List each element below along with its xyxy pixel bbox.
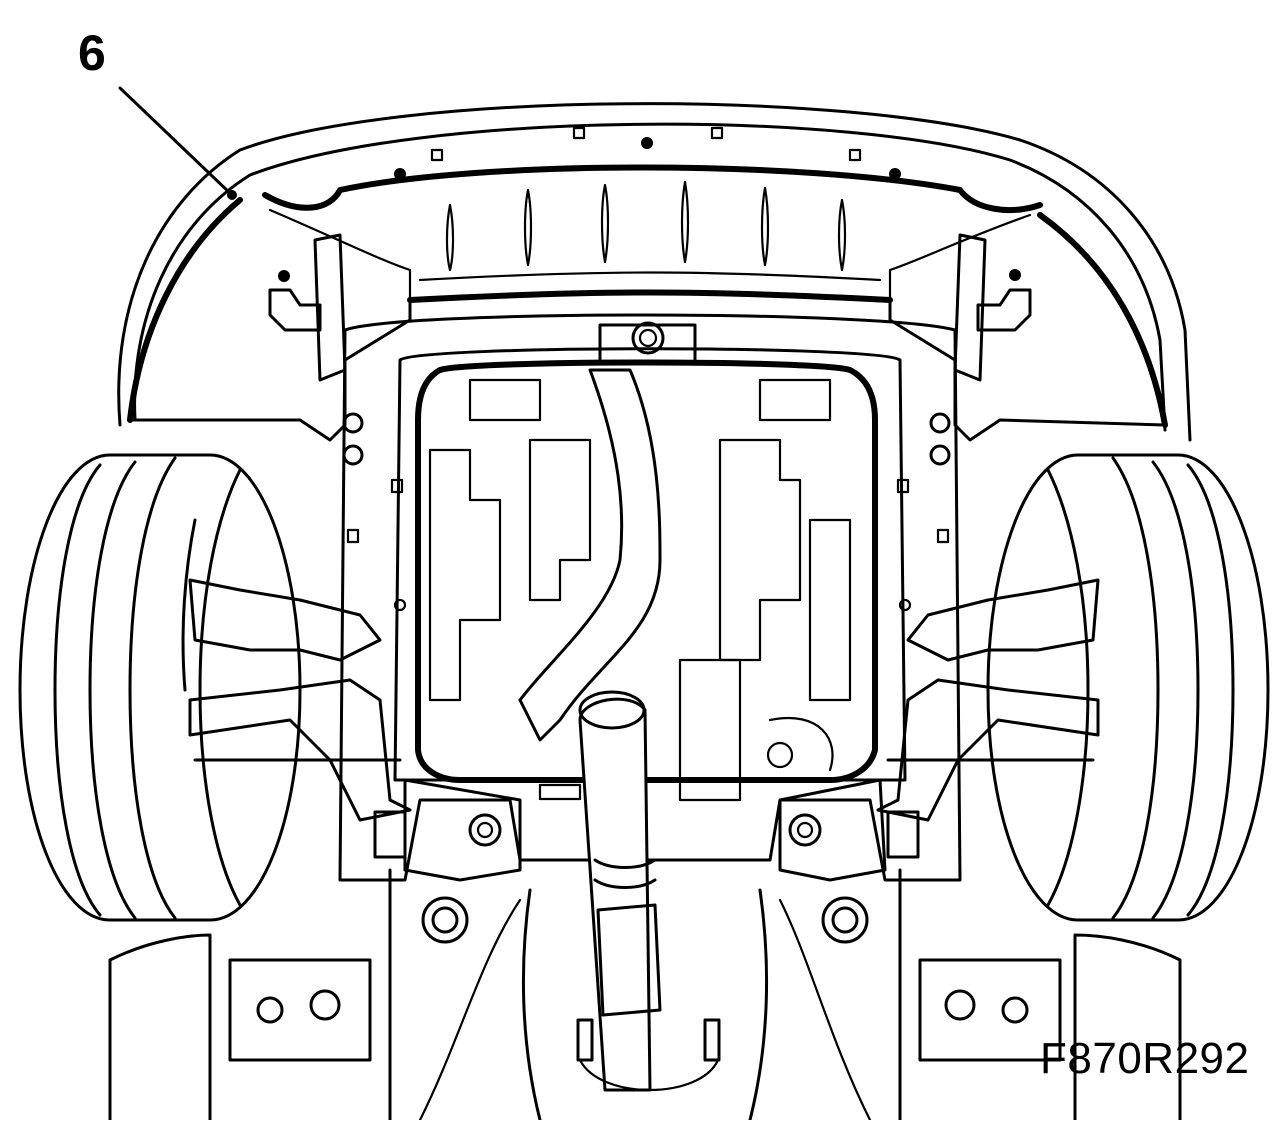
front-wheel-right — [986, 453, 1270, 922]
callout-number: 6 — [78, 25, 106, 81]
exhaust-pipe — [518, 368, 662, 1092]
suspension — [188, 578, 1100, 822]
front-wheel-left — [18, 453, 302, 922]
figure-code: F870R292 — [1040, 1034, 1250, 1083]
callout-leader-line — [118, 86, 234, 197]
bumper-cover — [117, 102, 1192, 442]
subframe — [338, 313, 962, 882]
engine-undertray — [428, 378, 852, 802]
lower-body — [108, 778, 1182, 1122]
